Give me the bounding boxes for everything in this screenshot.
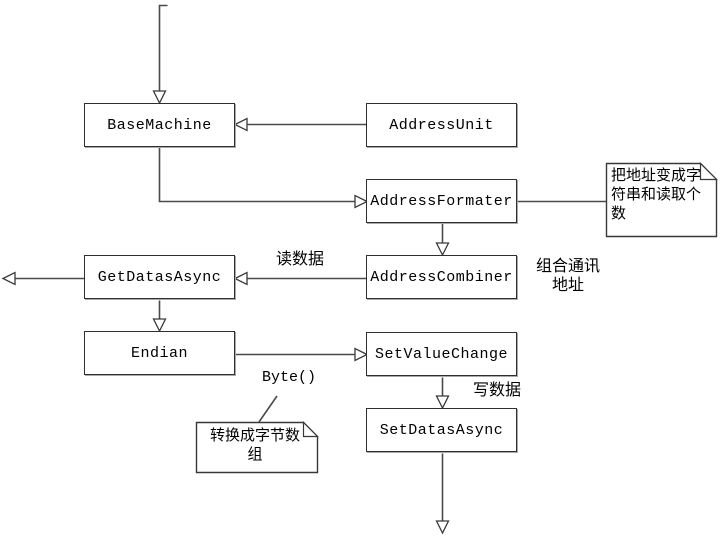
edge-setdatasasync-to-bottom: [435, 453, 450, 535]
node-label: AddressUnit: [389, 116, 494, 134]
node-label: GetDatasAsync: [97, 268, 222, 286]
edge-endian-to-setvaluechange: [235, 347, 369, 362]
arrowhead-down-icon: [152, 318, 167, 333]
node-set-datas-async: SetDatasAsync: [366, 408, 517, 452]
node-address-combiner: AddressCombiner: [366, 255, 517, 299]
node-address-formater: AddressFormater: [366, 179, 517, 223]
edge-label-write-data: 写数据: [473, 382, 522, 399]
node-set-value-change: SetValueChange: [366, 332, 517, 376]
node-label: SetValueChange: [374, 345, 509, 363]
edge-label-combine-address: 组合通讯地址: [535, 258, 600, 294]
node-base-machine: BaseMachine: [84, 103, 235, 147]
note-leader-line: [258, 395, 278, 423]
edge-addressformater-to-addresscombiner: [435, 223, 450, 257]
arrowhead-right-icon: [354, 347, 369, 362]
edge-setvaluechange-to-setdatasasync: [435, 377, 450, 410]
arrowhead-down-icon: [435, 395, 450, 410]
note-endian-text: 转换成字节数组: [209, 427, 300, 463]
edge-label-read-data: 读数据: [276, 251, 325, 268]
arrowhead-right-icon: [354, 194, 369, 209]
note-endian-shape: [195, 395, 319, 474]
node-endian: Endian: [84, 331, 235, 375]
note-fold-icon: [699, 162, 718, 181]
node-label: SetDatasAsync: [379, 421, 504, 439]
arrowhead-down-icon: [152, 90, 167, 105]
arrowhead-down-icon: [435, 520, 450, 535]
arrowhead-left-icon: [233, 117, 248, 132]
node-label: Endian: [130, 344, 188, 362]
note-address-formater-text: 把地址变成字符串和读取个数: [611, 167, 702, 222]
edge-getdatasasync-to-endian: [152, 300, 167, 333]
node-label: AddressCombiner: [370, 268, 513, 286]
node-get-datas-async: GetDatasAsync: [84, 255, 235, 299]
node-address-unit: AddressUnit: [366, 103, 517, 147]
arrowhead-left-icon: [233, 271, 248, 286]
edge-addressunit-to-basemachine: [233, 117, 367, 132]
edge-basemachine-to-addressformater: [158, 146, 369, 209]
edge-getdatasasync-to-left: [1, 271, 84, 286]
arrowhead-left-icon: [1, 271, 16, 286]
node-label: BaseMachine: [107, 116, 212, 134]
edge-top-to-basemachine: [152, 4, 168, 105]
arrowhead-down-icon: [435, 242, 450, 257]
note-fold-icon: [302, 421, 319, 438]
edge-label-byte-call: Byte(): [262, 369, 317, 386]
edge-addresscombiner-to-getdatasasync: [233, 271, 367, 286]
note-addressformater-shape: [605, 162, 718, 238]
node-label: AddressFormater: [370, 192, 513, 210]
